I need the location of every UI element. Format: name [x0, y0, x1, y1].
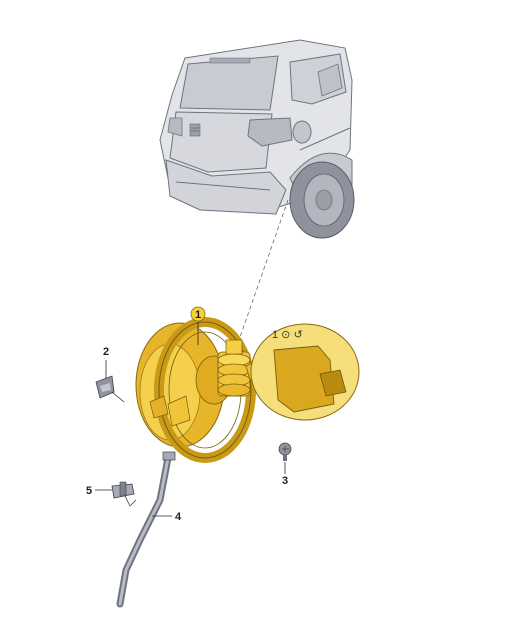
- car-quarter-window: [317, 63, 343, 97]
- callout-1-label: 1: [195, 309, 201, 321]
- car-tail-light-left: [167, 117, 183, 137]
- car-rear-view: [159, 39, 355, 239]
- fuel-flap-inner-panel: [273, 345, 335, 413]
- car-rear-window: [179, 55, 279, 111]
- clamp-part-5: [111, 481, 137, 507]
- detail-leader-line: [231, 199, 289, 361]
- clip-part-2: [95, 375, 115, 399]
- car-badge: [189, 123, 201, 137]
- callout-5-label: 5: [86, 485, 92, 497]
- hinge-spring: [217, 339, 251, 397]
- car-rear-bumper: [165, 159, 287, 215]
- fuel-flap-door: 1 ⊙ ↺: [250, 323, 360, 421]
- car-brake-light: [209, 57, 251, 64]
- fuel-flap-symbol: 1 ⊙ ↺: [272, 329, 303, 341]
- fuel-filler-housing: [135, 317, 283, 463]
- callout-3-label: 3: [282, 475, 288, 487]
- screw-part-3: [278, 442, 292, 461]
- car-tail-light-right: [247, 117, 293, 147]
- drain-hose-part-4: [116, 451, 176, 608]
- callout-1: 1: [190, 306, 206, 322]
- callout-2-label: 2: [103, 346, 109, 358]
- callout-1-highlight: [190, 306, 206, 322]
- leader-2b: [111, 391, 125, 403]
- car-fuel-flap-location: [292, 120, 312, 144]
- callout-4-label: 4: [175, 511, 182, 523]
